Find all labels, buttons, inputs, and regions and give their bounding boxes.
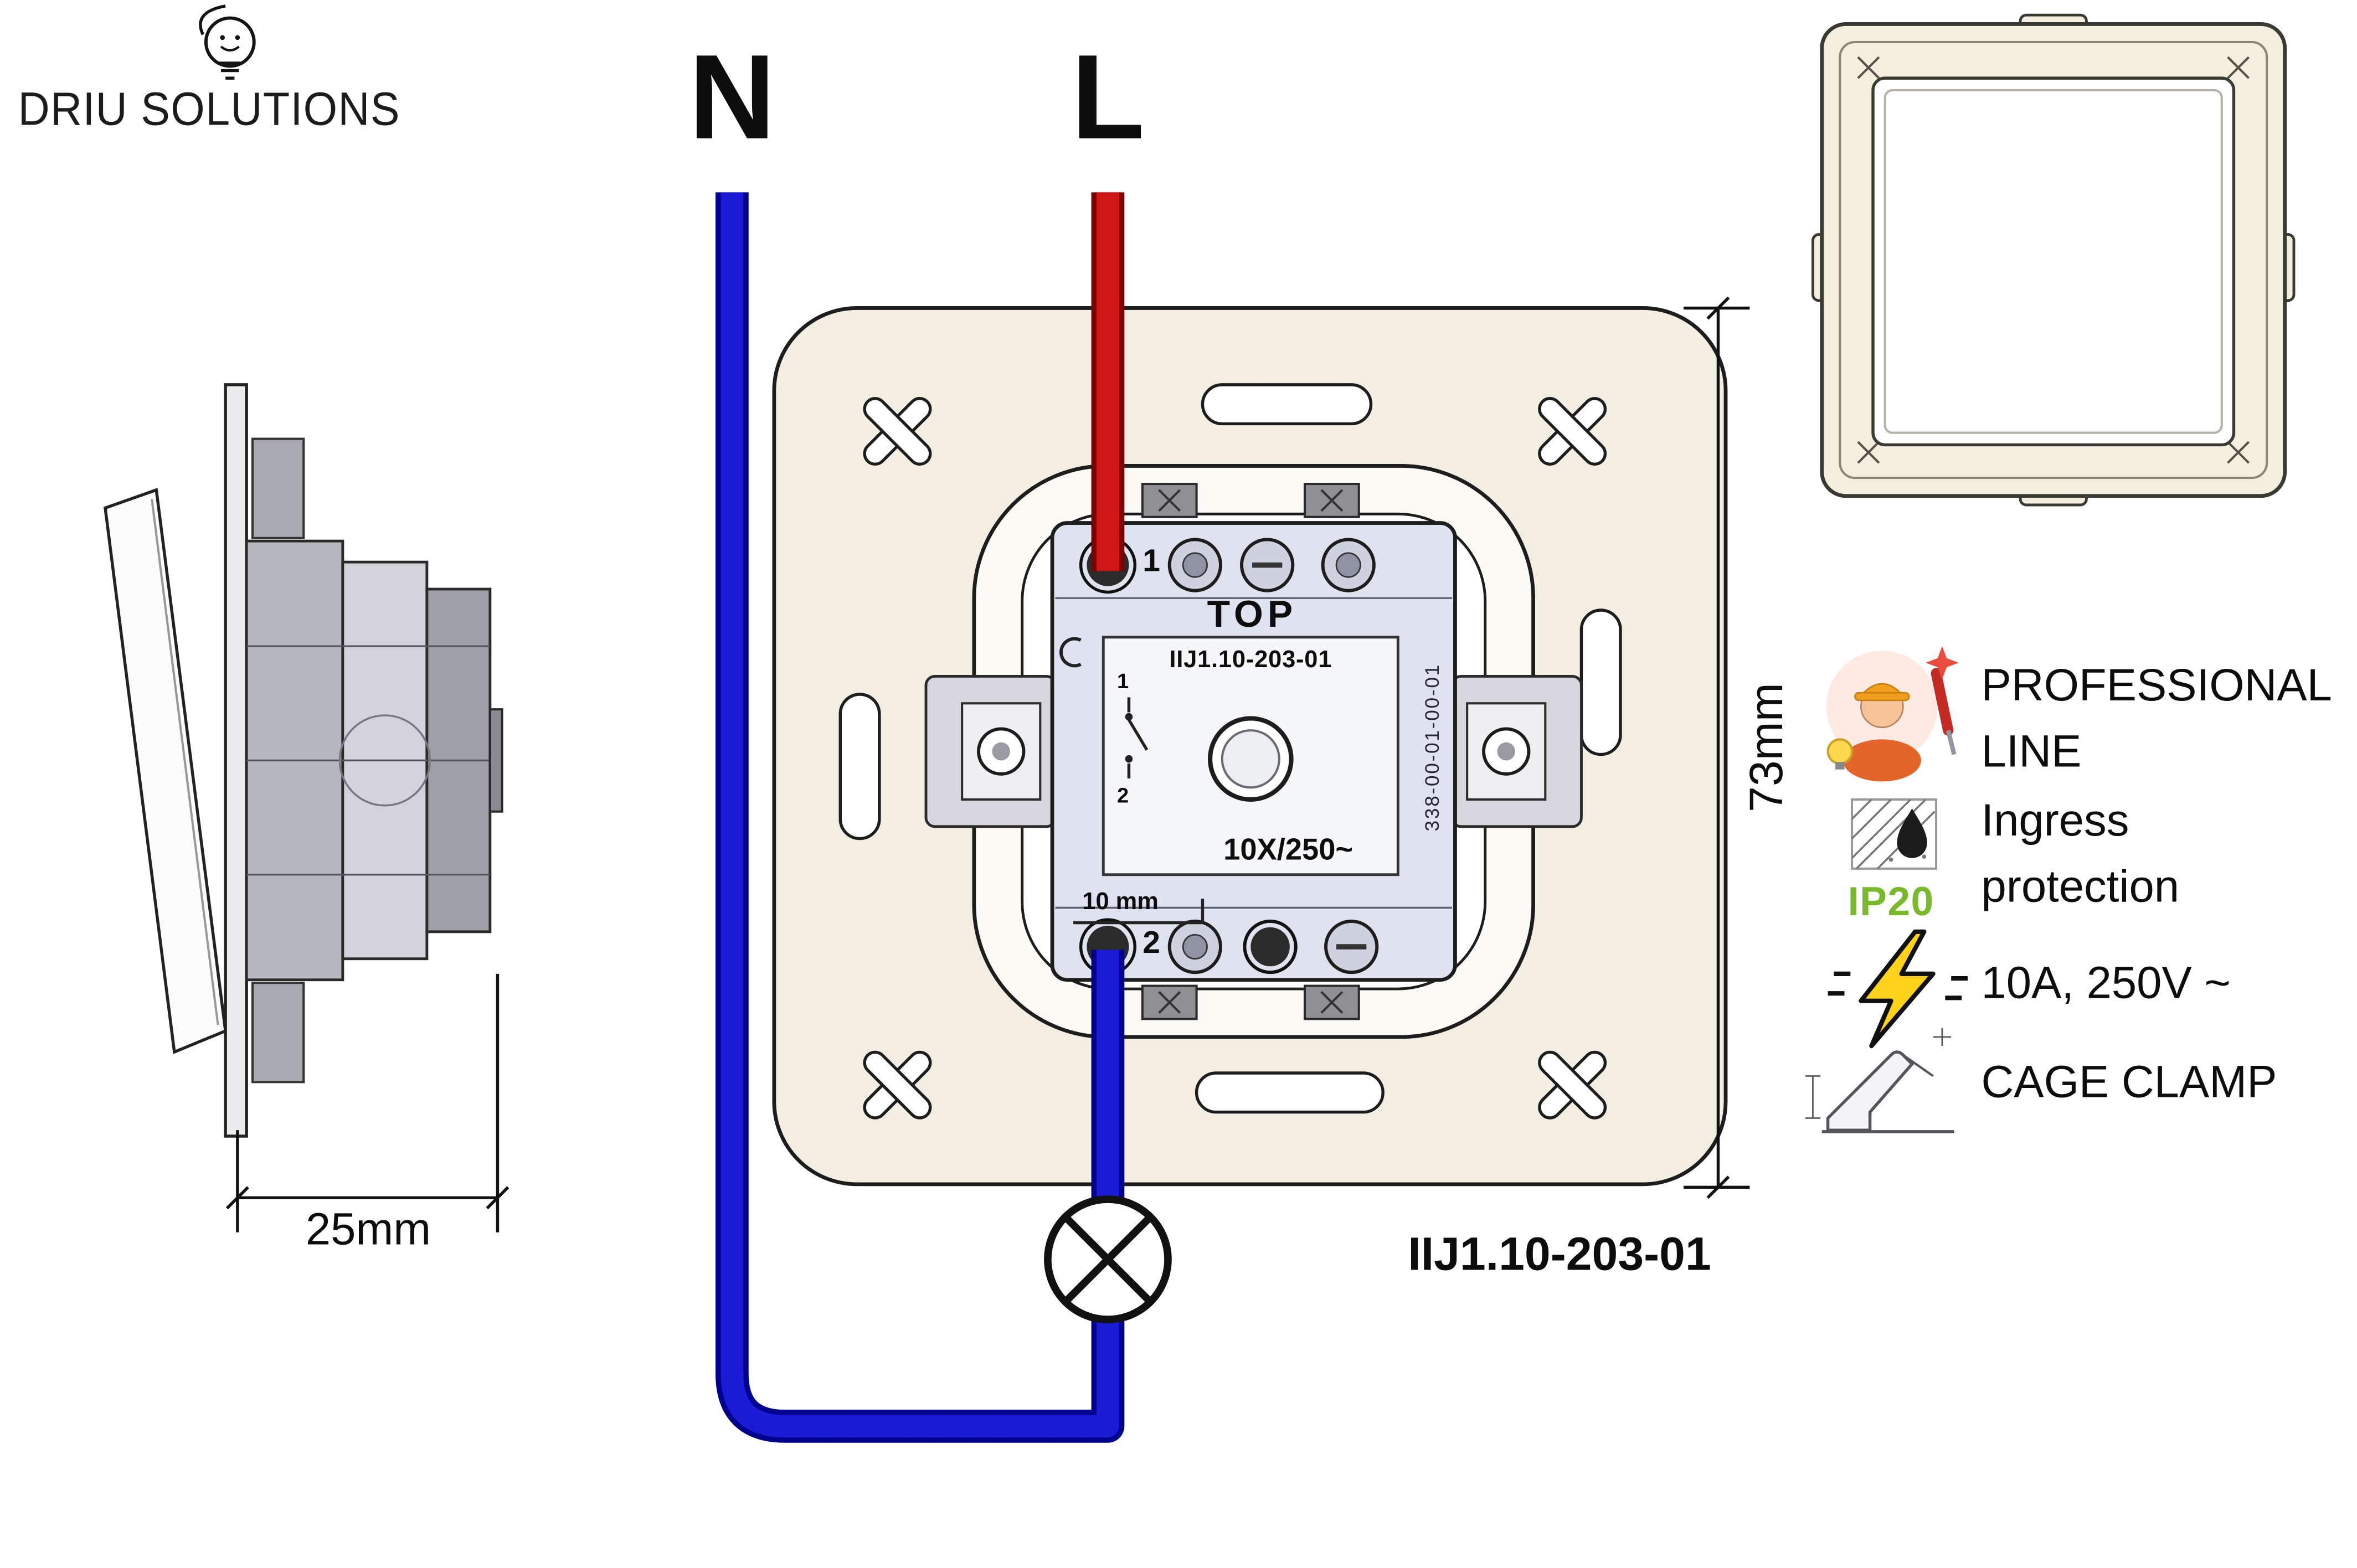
mechanism-model: IIJ1.10-203-01 xyxy=(1169,647,1332,674)
feature-professional-line1: PROFESSIONAL xyxy=(1981,661,2332,711)
height-dimension-label: 73mm xyxy=(1740,683,1793,812)
feature-ingress-line2: protection xyxy=(1981,863,2180,912)
neutral-wire xyxy=(716,192,1125,1443)
mechanism-rating: 10X/250~ xyxy=(1223,834,1354,868)
product-code: IIJ1.10-203-01 xyxy=(1408,1227,1711,1281)
line-label: L xyxy=(1071,30,1145,164)
height-dimension-lines xyxy=(1684,296,1750,1199)
terminal-bottom-label: 2 xyxy=(1143,926,1161,961)
feature-electrical-rating: 10A, 250V ~ xyxy=(1981,958,2231,1009)
lightbulb-icon xyxy=(199,4,256,80)
feature-cage-clamp: CAGE CLAMP xyxy=(1981,1058,2277,1108)
neutral-label: N xyxy=(688,30,776,164)
lightning-icon xyxy=(1828,929,1968,1049)
ce-mark-icon xyxy=(1059,637,1082,668)
lamp-symbol-icon xyxy=(1044,1195,1172,1323)
strip-length-label: 10 mm xyxy=(1082,889,1159,916)
switch-mechanism xyxy=(924,464,1583,1039)
side-view-drawing xyxy=(104,383,503,1138)
ip20-icon xyxy=(1850,798,1938,870)
switch-schematic xyxy=(1125,697,1149,779)
feature-ingress-line1: Ingress xyxy=(1981,796,2129,847)
ip20-badge: IP20 xyxy=(1847,879,1934,925)
schematic-terminal-1: 1 xyxy=(1116,668,1129,693)
schematic-terminal-2: 2 xyxy=(1116,783,1129,807)
worker-icon xyxy=(1826,646,1959,782)
logo-text: DRIU SOLUTIONS xyxy=(18,82,400,136)
top-marking: TOP xyxy=(1207,594,1298,636)
side-code: 338-00-01-00-01 xyxy=(1421,663,1444,832)
cage-clamp-icon xyxy=(1805,1028,1954,1133)
terminal-top-label: 1 xyxy=(1143,544,1161,579)
screw-hole-icon xyxy=(863,396,1607,1120)
depth-dimension-lines xyxy=(225,973,510,1232)
feature-professional-line2: LINE xyxy=(1981,727,2082,777)
front-view-drawing xyxy=(1812,13,2296,507)
depth-dimension-label: 25mm xyxy=(305,1205,431,1255)
